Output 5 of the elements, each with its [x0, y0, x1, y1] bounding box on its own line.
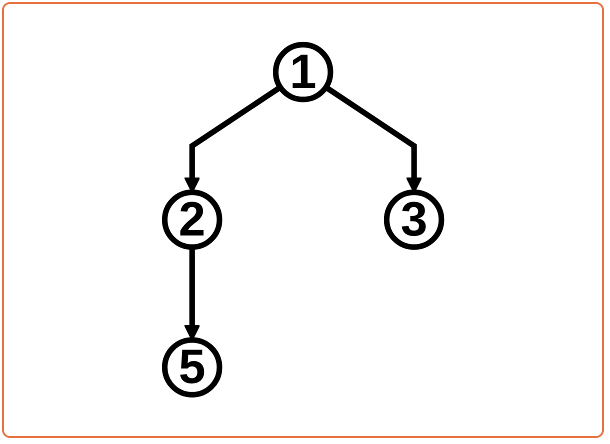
node-circle [162, 337, 222, 398]
node-circle [384, 190, 444, 250]
frame-background: 1 2 3 5 [2, 2, 604, 438]
node-circle [272, 42, 334, 103]
node-circle [162, 190, 222, 250]
